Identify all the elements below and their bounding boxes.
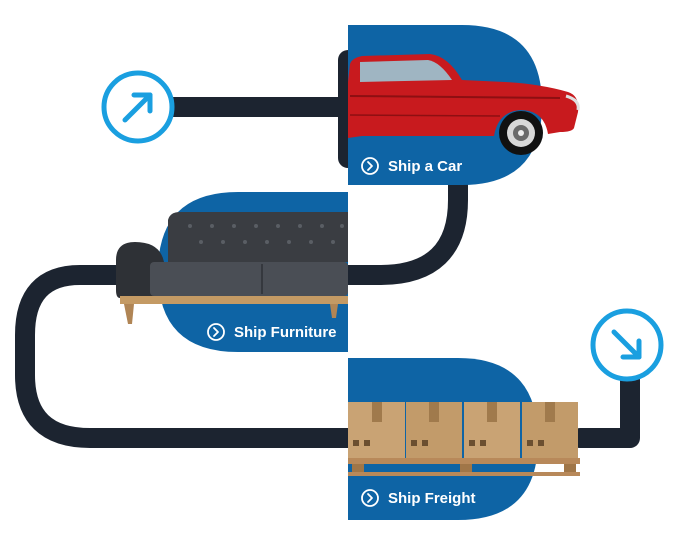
arrow-up-right-icon — [122, 92, 153, 123]
sofa-image — [116, 212, 348, 324]
chevron-right-icon — [361, 157, 379, 175]
service-label-freight: Ship Freight — [388, 490, 476, 507]
service-label-furniture: Ship Furniture — [234, 324, 337, 341]
service-panel-freight[interactable]: Ship Freight — [348, 358, 580, 520]
end-marker — [590, 308, 664, 382]
chevron-right-icon — [361, 489, 379, 507]
chevron-right-icon — [207, 323, 225, 341]
start-marker — [101, 70, 175, 144]
service-label-car: Ship a Car — [388, 158, 462, 175]
service-panel-furniture[interactable]: Ship Furniture — [116, 192, 348, 352]
red-car-image — [348, 54, 580, 155]
service-panel-car[interactable]: Ship a Car — [348, 25, 580, 185]
arrow-down-right-icon — [611, 329, 642, 360]
freight-boxes-image — [348, 402, 580, 476]
